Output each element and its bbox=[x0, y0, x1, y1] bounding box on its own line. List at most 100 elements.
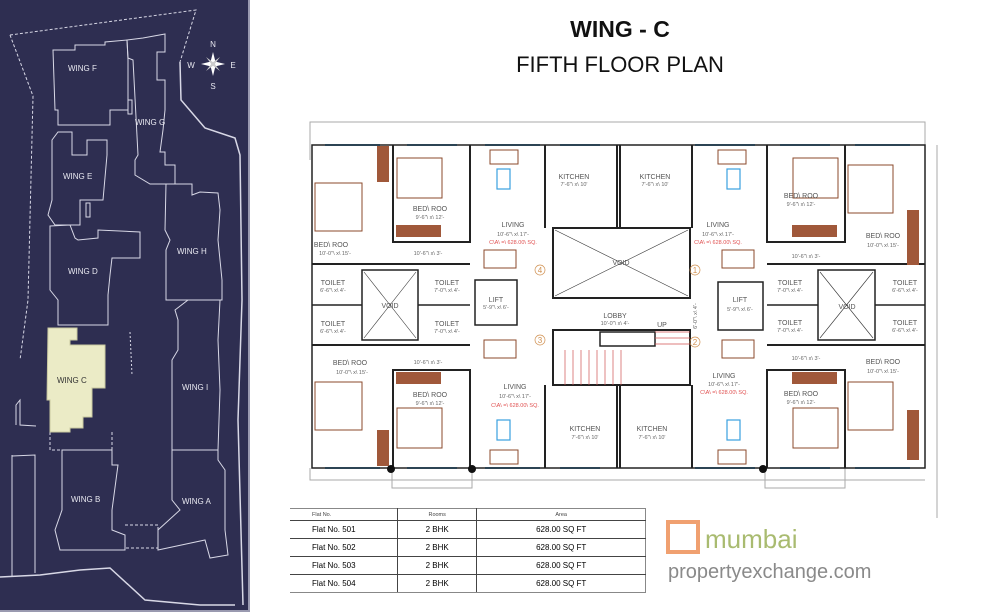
wardrobes bbox=[377, 146, 919, 466]
flat-marker-2: 2 bbox=[693, 338, 698, 347]
wing-c-label: WING C bbox=[57, 376, 87, 385]
wing-d-label: WING D bbox=[68, 267, 98, 276]
wing-i-label: WING I bbox=[182, 383, 208, 392]
wing-a-outline bbox=[157, 449, 229, 559]
room-label: TOILET bbox=[778, 320, 803, 327]
bed-icon bbox=[314, 182, 363, 232]
dining-icon bbox=[483, 249, 517, 269]
watermark-line1: mumbai bbox=[705, 524, 797, 554]
room-size: 7'-0"\ x\ 4'- bbox=[434, 329, 460, 335]
room-label: BED\ ROO bbox=[333, 360, 368, 367]
flat-number: Flat No. 504 bbox=[290, 574, 398, 593]
flat-area: 628.00 SQ FT bbox=[476, 556, 646, 575]
room-size: 9'-6"\ x\ 12'- bbox=[787, 202, 816, 208]
flat-rooms: 2 BHK bbox=[397, 556, 478, 575]
void-label: VOID bbox=[838, 304, 855, 311]
flat-markers bbox=[534, 264, 701, 348]
room-label: BED\ ROO bbox=[314, 242, 349, 249]
room-label: BED\ ROO bbox=[784, 391, 819, 398]
room-size: 9'-6"\ x\ 12'- bbox=[416, 401, 445, 407]
lobby-size: 10'-0"\ x\ 4'- bbox=[601, 321, 630, 327]
flat-number: Flat No. 501 bbox=[290, 520, 398, 539]
flat-area: 628.00 SQ FT bbox=[476, 520, 646, 539]
flat-area-table: Flat No. Rooms Area Flat No. 501 2 BHK 6… bbox=[290, 508, 646, 593]
lift-size: 5'-9"\ x\ 6'- bbox=[727, 307, 753, 313]
columns bbox=[387, 465, 767, 473]
room-label: BED\ ROO bbox=[784, 193, 819, 200]
wing-d-outline bbox=[49, 224, 141, 326]
lobby-label: LOBBY bbox=[603, 313, 627, 320]
compass-n: N bbox=[210, 40, 216, 49]
room-label: TOILET bbox=[321, 280, 346, 287]
compass-s: S bbox=[210, 82, 215, 91]
room-size: 7'-6"\ x\ 10' bbox=[642, 182, 669, 188]
room-size: 10'-6"\ x\ 3'- bbox=[414, 251, 443, 257]
wing-c-highlight[interactable] bbox=[46, 327, 106, 433]
room-size: 10'-6"\ x\ 3'- bbox=[792, 254, 821, 260]
room-size: 7'-6"\ x\ 10' bbox=[561, 182, 588, 188]
room-label: TOILET bbox=[778, 280, 803, 287]
lift-label: LIFT bbox=[733, 297, 748, 304]
room-label: KITCHEN bbox=[570, 426, 601, 433]
wing-a-label: WING A bbox=[182, 497, 212, 506]
flat-rooms: 2 BHK bbox=[397, 538, 478, 557]
flat-area: 628.00 SQ FT bbox=[476, 574, 646, 593]
compass-e: E bbox=[230, 61, 235, 70]
site-boundary bbox=[11, 454, 36, 573]
column-header: Flat No. bbox=[290, 508, 398, 521]
carpet-area: C\A\ =\ 628.00\ SQ. bbox=[700, 390, 748, 396]
site-structure bbox=[127, 99, 133, 115]
room-size: 10'-6"\ x\ 17'- bbox=[708, 382, 740, 388]
room-label: TOILET bbox=[435, 280, 460, 287]
flat-number: Flat No. 503 bbox=[290, 556, 398, 575]
stair-up-label: UP bbox=[657, 322, 667, 329]
bed-icon bbox=[847, 164, 894, 214]
flat-number: Flat No. 502 bbox=[290, 538, 398, 557]
flat-marker-3: 3 bbox=[538, 336, 543, 345]
dining-icon bbox=[721, 339, 755, 359]
table-row: Flat No. 503 2 BHK 628.00 SQ FT bbox=[290, 556, 646, 575]
bed-icon bbox=[314, 381, 363, 431]
room-label: LIVING bbox=[707, 222, 730, 229]
table-row: Flat No. 502 2 BHK 628.00 SQ FT bbox=[290, 538, 646, 557]
room-size: 10'-6"\ x\ 3'- bbox=[414, 360, 443, 366]
staircase bbox=[564, 331, 690, 385]
room-label: BED\ ROO bbox=[413, 206, 448, 213]
room-label: TOILET bbox=[893, 280, 918, 287]
room-size: 7'-6"\ x\ 10' bbox=[572, 435, 599, 441]
sofa-icon bbox=[717, 149, 747, 165]
room-label: BED\ ROO bbox=[866, 233, 901, 240]
room-label: LIVING bbox=[504, 384, 527, 391]
room-size: 6'-6"\ x\ 4'- bbox=[320, 288, 346, 294]
flat-area: 628.00 SQ FT bbox=[476, 538, 646, 557]
carpet-area: C\A\ =\ 628.00\ SQ. bbox=[491, 403, 539, 409]
room-size: 7'-0"\ x\ 4'- bbox=[777, 328, 803, 334]
dining-icon bbox=[483, 339, 517, 359]
table-row: Flat No. 501 2 BHK 628.00 SQ FT bbox=[290, 520, 646, 539]
wing-e-outline bbox=[47, 131, 108, 226]
site-plan-map: N S E W WING F WING G WING E WING H WING… bbox=[0, 9, 244, 606]
room-label: LIVING bbox=[713, 373, 736, 380]
room-size: 10'-0"\ x\ 15'- bbox=[336, 370, 368, 376]
room-size: 10'-6"\ x\ 17'- bbox=[702, 232, 734, 238]
flat-marker-1: 1 bbox=[693, 266, 698, 275]
room-label: TOILET bbox=[321, 321, 346, 328]
walkway bbox=[129, 331, 133, 376]
wing-h-label: WING H bbox=[177, 247, 207, 256]
furniture bbox=[314, 149, 894, 465]
room-size: 6'-6"\ x\ 4'- bbox=[892, 288, 918, 294]
room-label: LIVING bbox=[502, 222, 525, 229]
dining-icon bbox=[721, 249, 755, 269]
room-size: 10'-6"\ x\ 3'- bbox=[792, 356, 821, 362]
plot-outline bbox=[309, 121, 938, 518]
tables bbox=[496, 168, 741, 441]
compass-w: W bbox=[187, 61, 195, 70]
room-size: 9'-6"\ x\ 12'- bbox=[787, 400, 816, 406]
room-size: 7'-0"\ x\ 4'- bbox=[434, 288, 460, 294]
compass-rose: N S E W bbox=[187, 40, 235, 91]
room-size: 6'-6"\ x\ 4'- bbox=[320, 329, 346, 335]
room-size: 10'-0"\ x\ 15'- bbox=[319, 251, 351, 257]
wing-b-label: WING B bbox=[71, 495, 100, 504]
site-plan: N S E W WING F WING G WING E WING H WING… bbox=[0, 0, 250, 612]
void-label: VOID bbox=[612, 260, 629, 267]
